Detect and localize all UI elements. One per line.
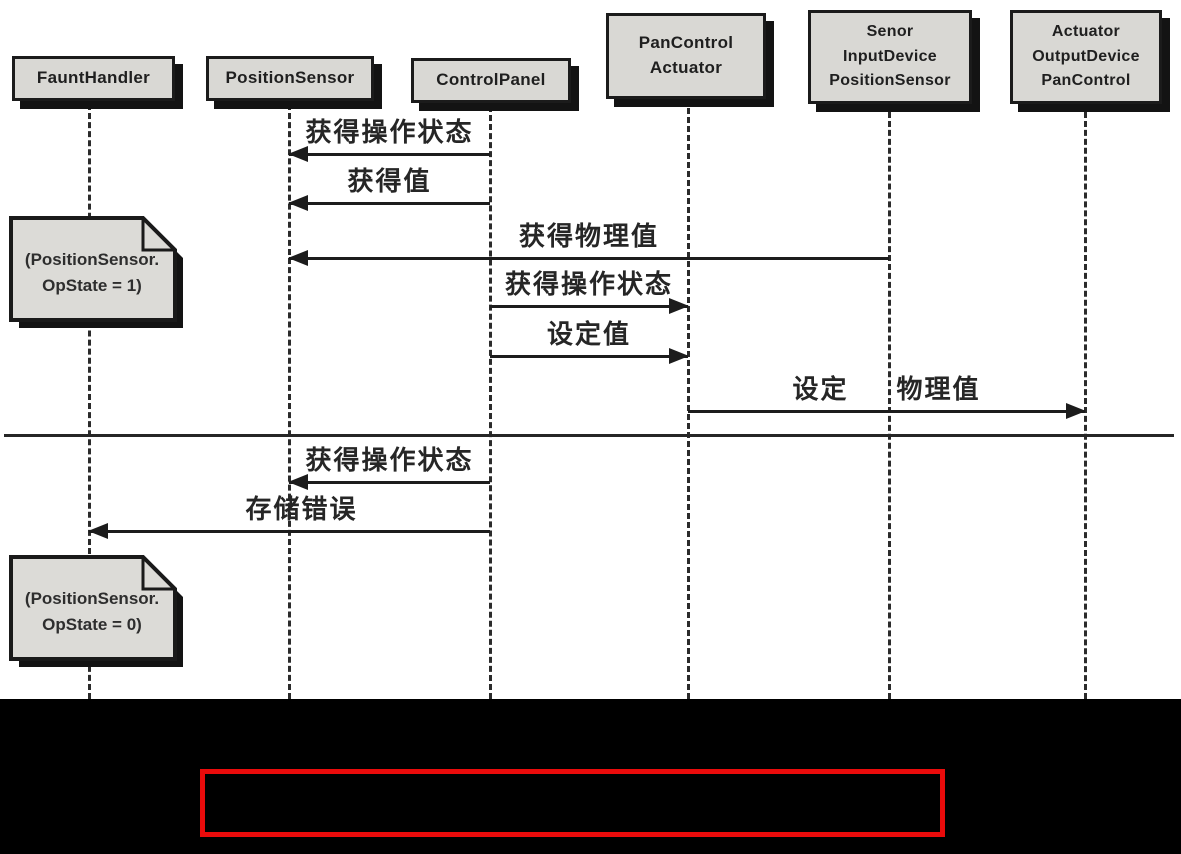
actor-label: OutputDevice: [1032, 47, 1140, 65]
arrowhead-left-icon: [288, 474, 308, 490]
message-label: 获得值: [347, 166, 432, 196]
message-label: 存储错误: [245, 494, 358, 524]
message-label: 获得操作状态: [305, 445, 474, 475]
lifeline-positionsensor: [288, 104, 291, 699]
phase-separator-line: [4, 434, 1174, 437]
message-label: 获得物理值: [518, 221, 659, 251]
actor-label: PanControl: [638, 33, 734, 53]
message-label-part: 物理值: [896, 374, 981, 404]
note-line: OpState = 1): [42, 276, 142, 295]
actor-box-pancontrol-actuator: PanControl Actuator: [606, 13, 766, 99]
actor-box-actuator-outputdevice-pancontrol: Actuator OutputDevice PanControl: [1010, 10, 1162, 104]
message-line: [490, 355, 688, 358]
message-get-opstate-2: 获得操作状态: [490, 269, 689, 314]
note-body: [9, 216, 177, 322]
note-opstate-0: (PositionSensor. OpState = 0): [8, 554, 186, 672]
actor-label: FauntHandler: [36, 68, 151, 88]
highlight-red-box: [200, 769, 945, 837]
arrowhead-left-icon: [288, 195, 308, 211]
message-line: [289, 257, 889, 260]
note-fold-icon: [141, 557, 175, 591]
arrowhead-left-icon: [288, 250, 308, 266]
note-text: (PositionSensor. OpState = 1): [12, 223, 172, 323]
message-line: [490, 305, 688, 308]
actor-box-faunthandler: FauntHandler: [12, 56, 175, 101]
message-store-error: 存储错误: [88, 494, 490, 539]
arrowhead-right-icon: [1066, 403, 1086, 419]
message-line: [89, 530, 490, 533]
actor-label: Actuator: [649, 58, 723, 77]
actor-label: ControlPanel: [436, 70, 546, 90]
message-get-value: 获得值: [288, 166, 490, 211]
message-line: [289, 202, 490, 205]
message-get-physical-value: 获得物理值: [288, 221, 889, 266]
footer-black-band: [0, 699, 1181, 854]
note-shape: [9, 216, 183, 328]
message-line: [289, 153, 490, 156]
actor-label: PositionSensor: [829, 72, 951, 90]
lifeline-pancontrol-actuator: [687, 108, 690, 699]
message-label: 设定 物理值: [688, 369, 1085, 406]
lifeline-senor-inputdevice: [888, 112, 891, 699]
actor-label: PositionSensor: [225, 68, 355, 88]
message-label-part: 设定: [792, 374, 849, 404]
arrowhead-left-icon: [288, 146, 308, 162]
note-opstate-1: (PositionSensor. OpState = 1): [8, 215, 186, 333]
message-label: 获得操作状态: [504, 269, 673, 299]
actor-label: InputDevice: [843, 47, 937, 65]
message-set-value: 设定值: [490, 319, 689, 364]
message-label: 获得操作状态: [305, 117, 474, 147]
lifeline-controlpanel: [489, 106, 492, 699]
arrowhead-right-icon: [669, 298, 689, 314]
message-get-opstate-1: 获得操作状态: [288, 117, 490, 162]
arrowhead-right-icon: [669, 348, 689, 364]
actor-label: Actuator: [1051, 22, 1121, 40]
note-line: (PositionSensor.: [24, 249, 160, 269]
actor-box-controlpanel: ControlPanel: [411, 58, 571, 103]
note-text: (PositionSensor. OpState = 0): [12, 562, 172, 662]
note-body: [9, 555, 177, 661]
note-shape: [9, 555, 183, 667]
actor-label: PanControl: [1041, 72, 1131, 90]
message-get-opstate-3: 获得操作状态: [288, 445, 490, 490]
message-label: 设定值: [546, 319, 631, 349]
actor-box-positionsensor: PositionSensor: [206, 56, 374, 101]
note-line: OpState = 0): [42, 615, 142, 634]
message-line: [688, 410, 1085, 413]
note-line: (PositionSensor.: [24, 588, 160, 608]
arrowhead-left-icon: [88, 523, 108, 539]
message-line: [289, 481, 490, 484]
actor-box-senor-inputdevice-positionsensor: Senor InputDevice PositionSensor: [808, 10, 972, 104]
actor-label: Senor: [866, 22, 914, 40]
note-fold-icon: [141, 218, 175, 252]
lifeline-faunthandler: [88, 104, 91, 699]
message-set-physical-value: 设定 物理值: [688, 374, 1086, 419]
